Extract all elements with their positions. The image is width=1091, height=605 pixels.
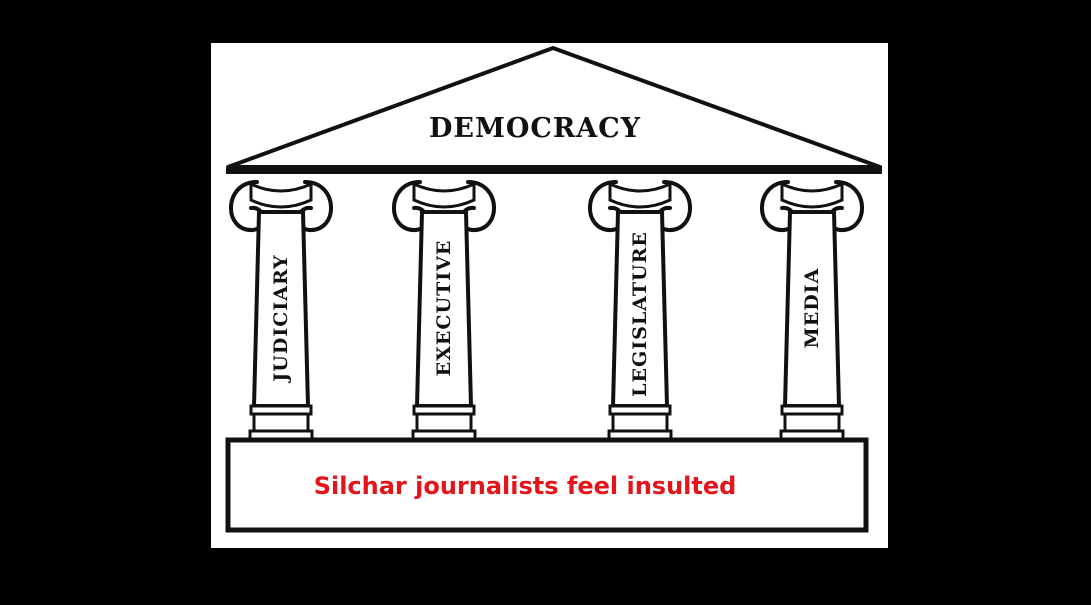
pillars-group: JUDICIARY EXECUTIVE LEGISLATURE xyxy=(229,180,864,442)
temple-base: Silchar journalists feel insulted xyxy=(225,437,869,533)
pillar-executive: EXECUTIVE xyxy=(392,180,496,442)
pillar-label: MEDIA xyxy=(801,268,823,349)
pillar-label: JUDICIARY xyxy=(270,254,292,383)
pillar-label: EXECUTIVE xyxy=(433,240,455,377)
pillar-legislature: LEGISLATURE xyxy=(588,180,692,442)
temple-roof: DEMOCRACY xyxy=(226,46,882,174)
pillar-media: MEDIA xyxy=(760,180,864,442)
pillar-label: LEGISLATURE xyxy=(629,231,651,397)
caption-text: Silchar journalists feel insulted xyxy=(314,472,737,500)
pillar-judiciary: JUDICIARY xyxy=(229,180,333,442)
roof-label: DEMOCRACY xyxy=(429,113,641,144)
